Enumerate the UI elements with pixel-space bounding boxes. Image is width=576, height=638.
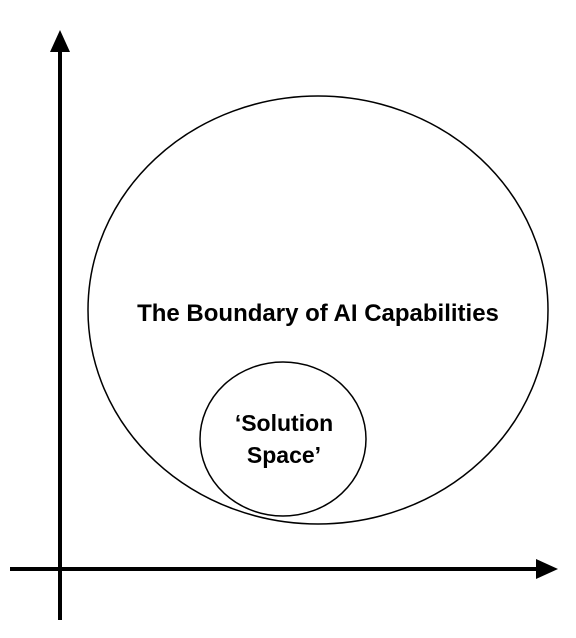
y-axis <box>50 30 70 620</box>
solution-space-circle <box>199 361 367 517</box>
ai-capabilities-boundary-label: The Boundary of AI Capabilities <box>137 300 499 327</box>
y-axis-arrowhead-icon <box>50 30 70 52</box>
x-axis-arrowhead-icon <box>536 559 558 579</box>
solution-space-label-line1: ‘Solution <box>235 410 333 436</box>
ai-capabilities-boundary-circle <box>87 95 549 525</box>
x-axis <box>10 559 558 579</box>
solution-space-label-line2: Space’ <box>247 442 321 468</box>
